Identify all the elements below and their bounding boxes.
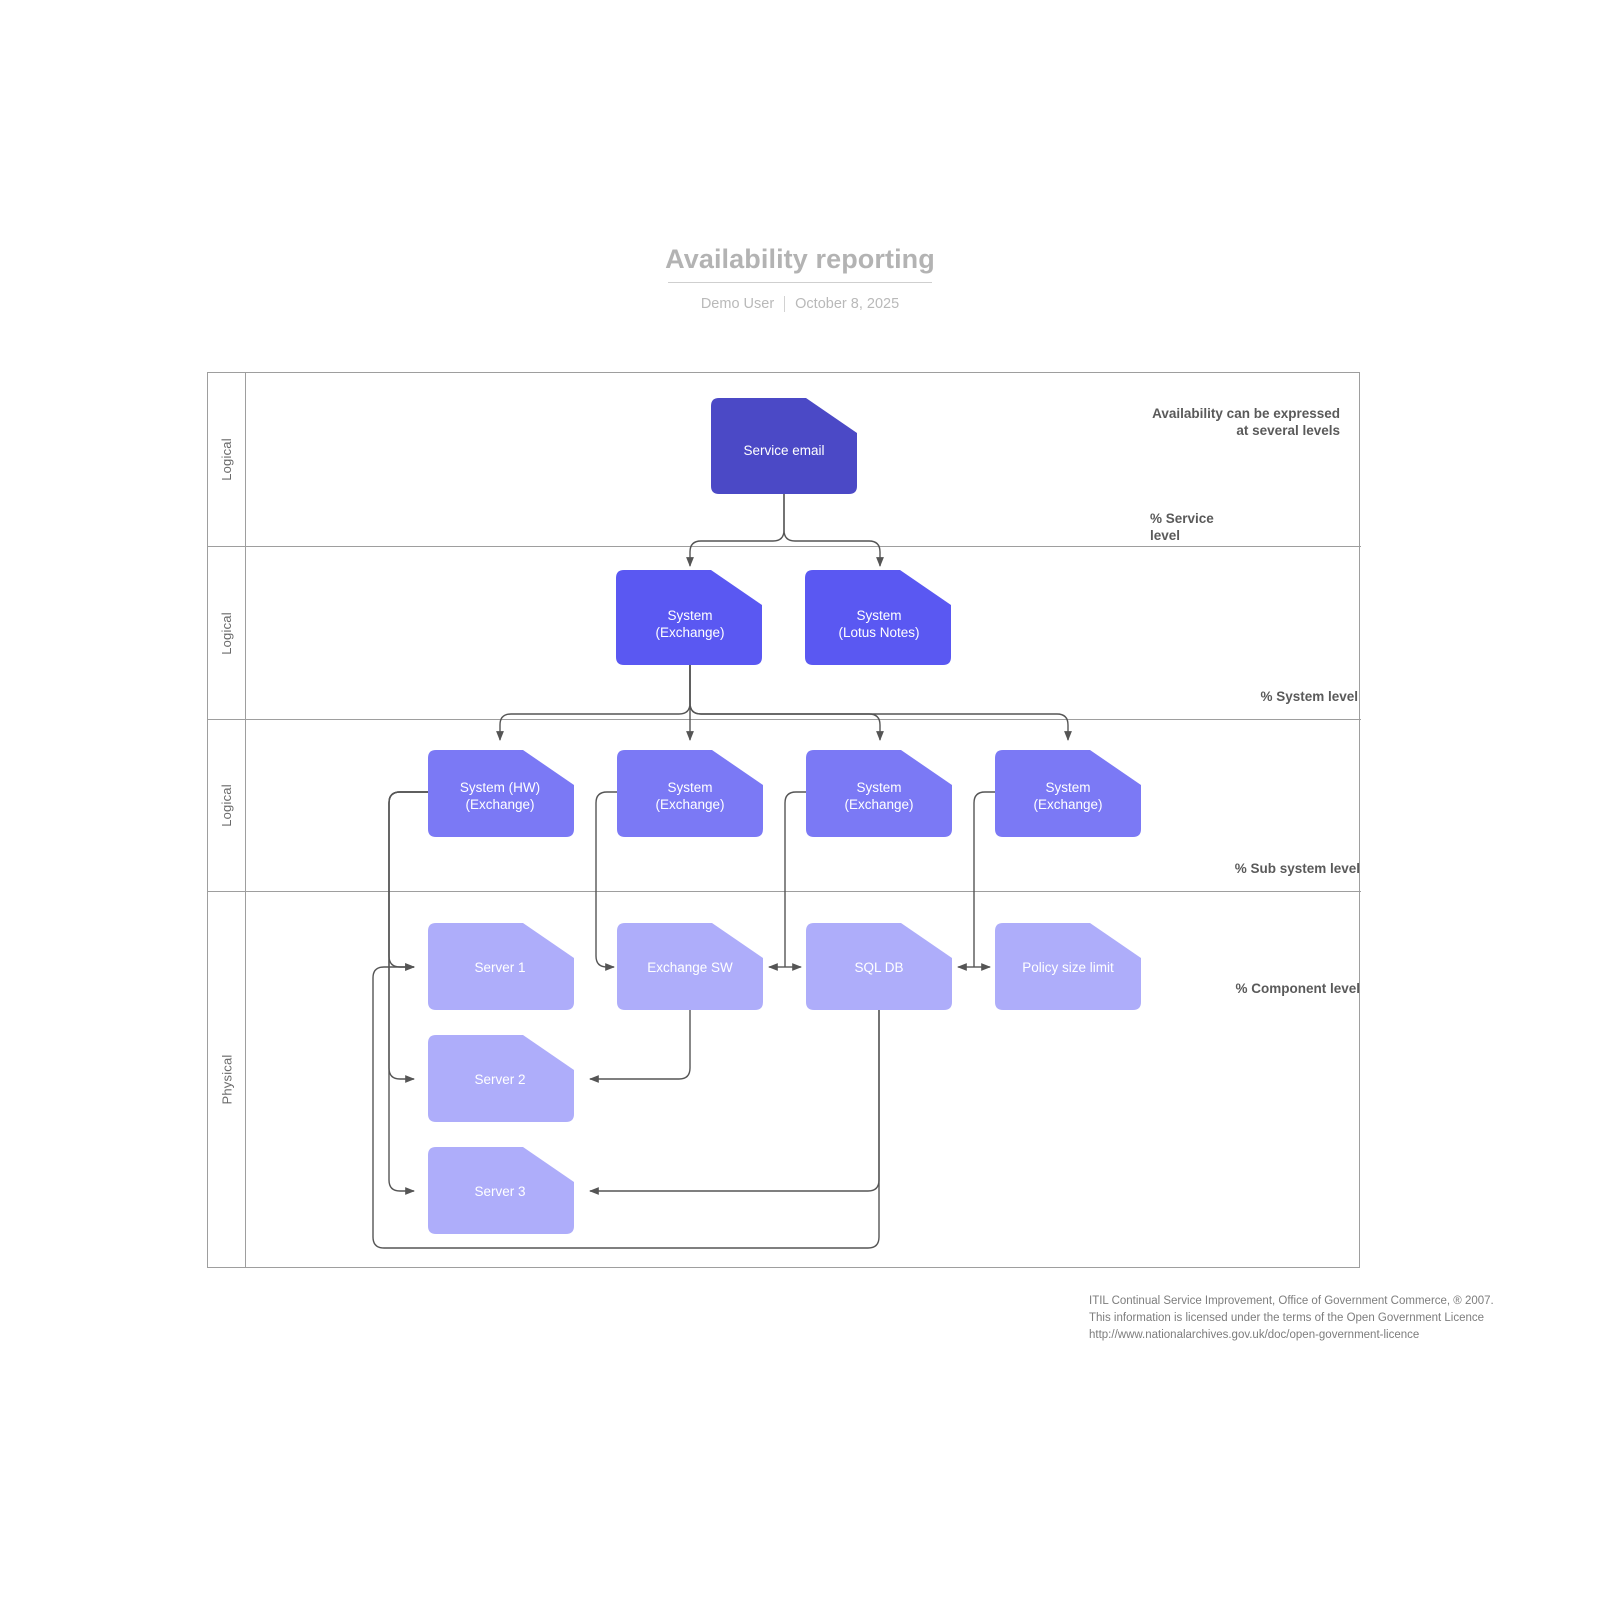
note-component-level: % Component level [1235,981,1360,996]
lane-label: Physical [219,1054,235,1105]
byline: Demo User October 8, 2025 [0,295,1600,313]
note-service-level: % Service level [1150,511,1214,543]
note-availability-intro: Availability can be expressed at several… [1152,406,1340,438]
document-header: Availability reporting Demo User October… [0,242,1600,313]
note-subsystem-level: % Sub system level [1234,861,1360,876]
page-title: Availability reporting [665,244,935,274]
lane-header-logical-1: Logical [208,373,246,546]
lane-label: Logical [219,611,235,655]
lane-header-logical-2: Logical [208,547,246,719]
swimlane-frame: Logical Logical Logical Physical [207,372,1361,1268]
lane-physical: Physical [208,892,1361,1267]
note-system-level: % System level [1260,689,1358,704]
footer-line-3: http://www.nationalarchives.gov.uk/doc/o… [1089,1329,1420,1341]
byline-date: October 8, 2025 [795,296,900,312]
title-divider [668,282,932,283]
footer-attribution: ITIL Continual Service Improvement, Offi… [1089,1293,1549,1344]
footer-line-2: This information is licensed under the t… [1089,1312,1485,1324]
footer-line-1: ITIL Continual Service Improvement, Offi… [1089,1295,1494,1307]
lane-label: Logical [219,438,235,481]
lane-header-physical: Physical [208,892,246,1267]
lane-header-logical-3: Logical [208,720,246,891]
byline-separator [784,296,786,312]
byline-author: Demo User [700,296,775,312]
lane-label: Logical [219,784,235,827]
